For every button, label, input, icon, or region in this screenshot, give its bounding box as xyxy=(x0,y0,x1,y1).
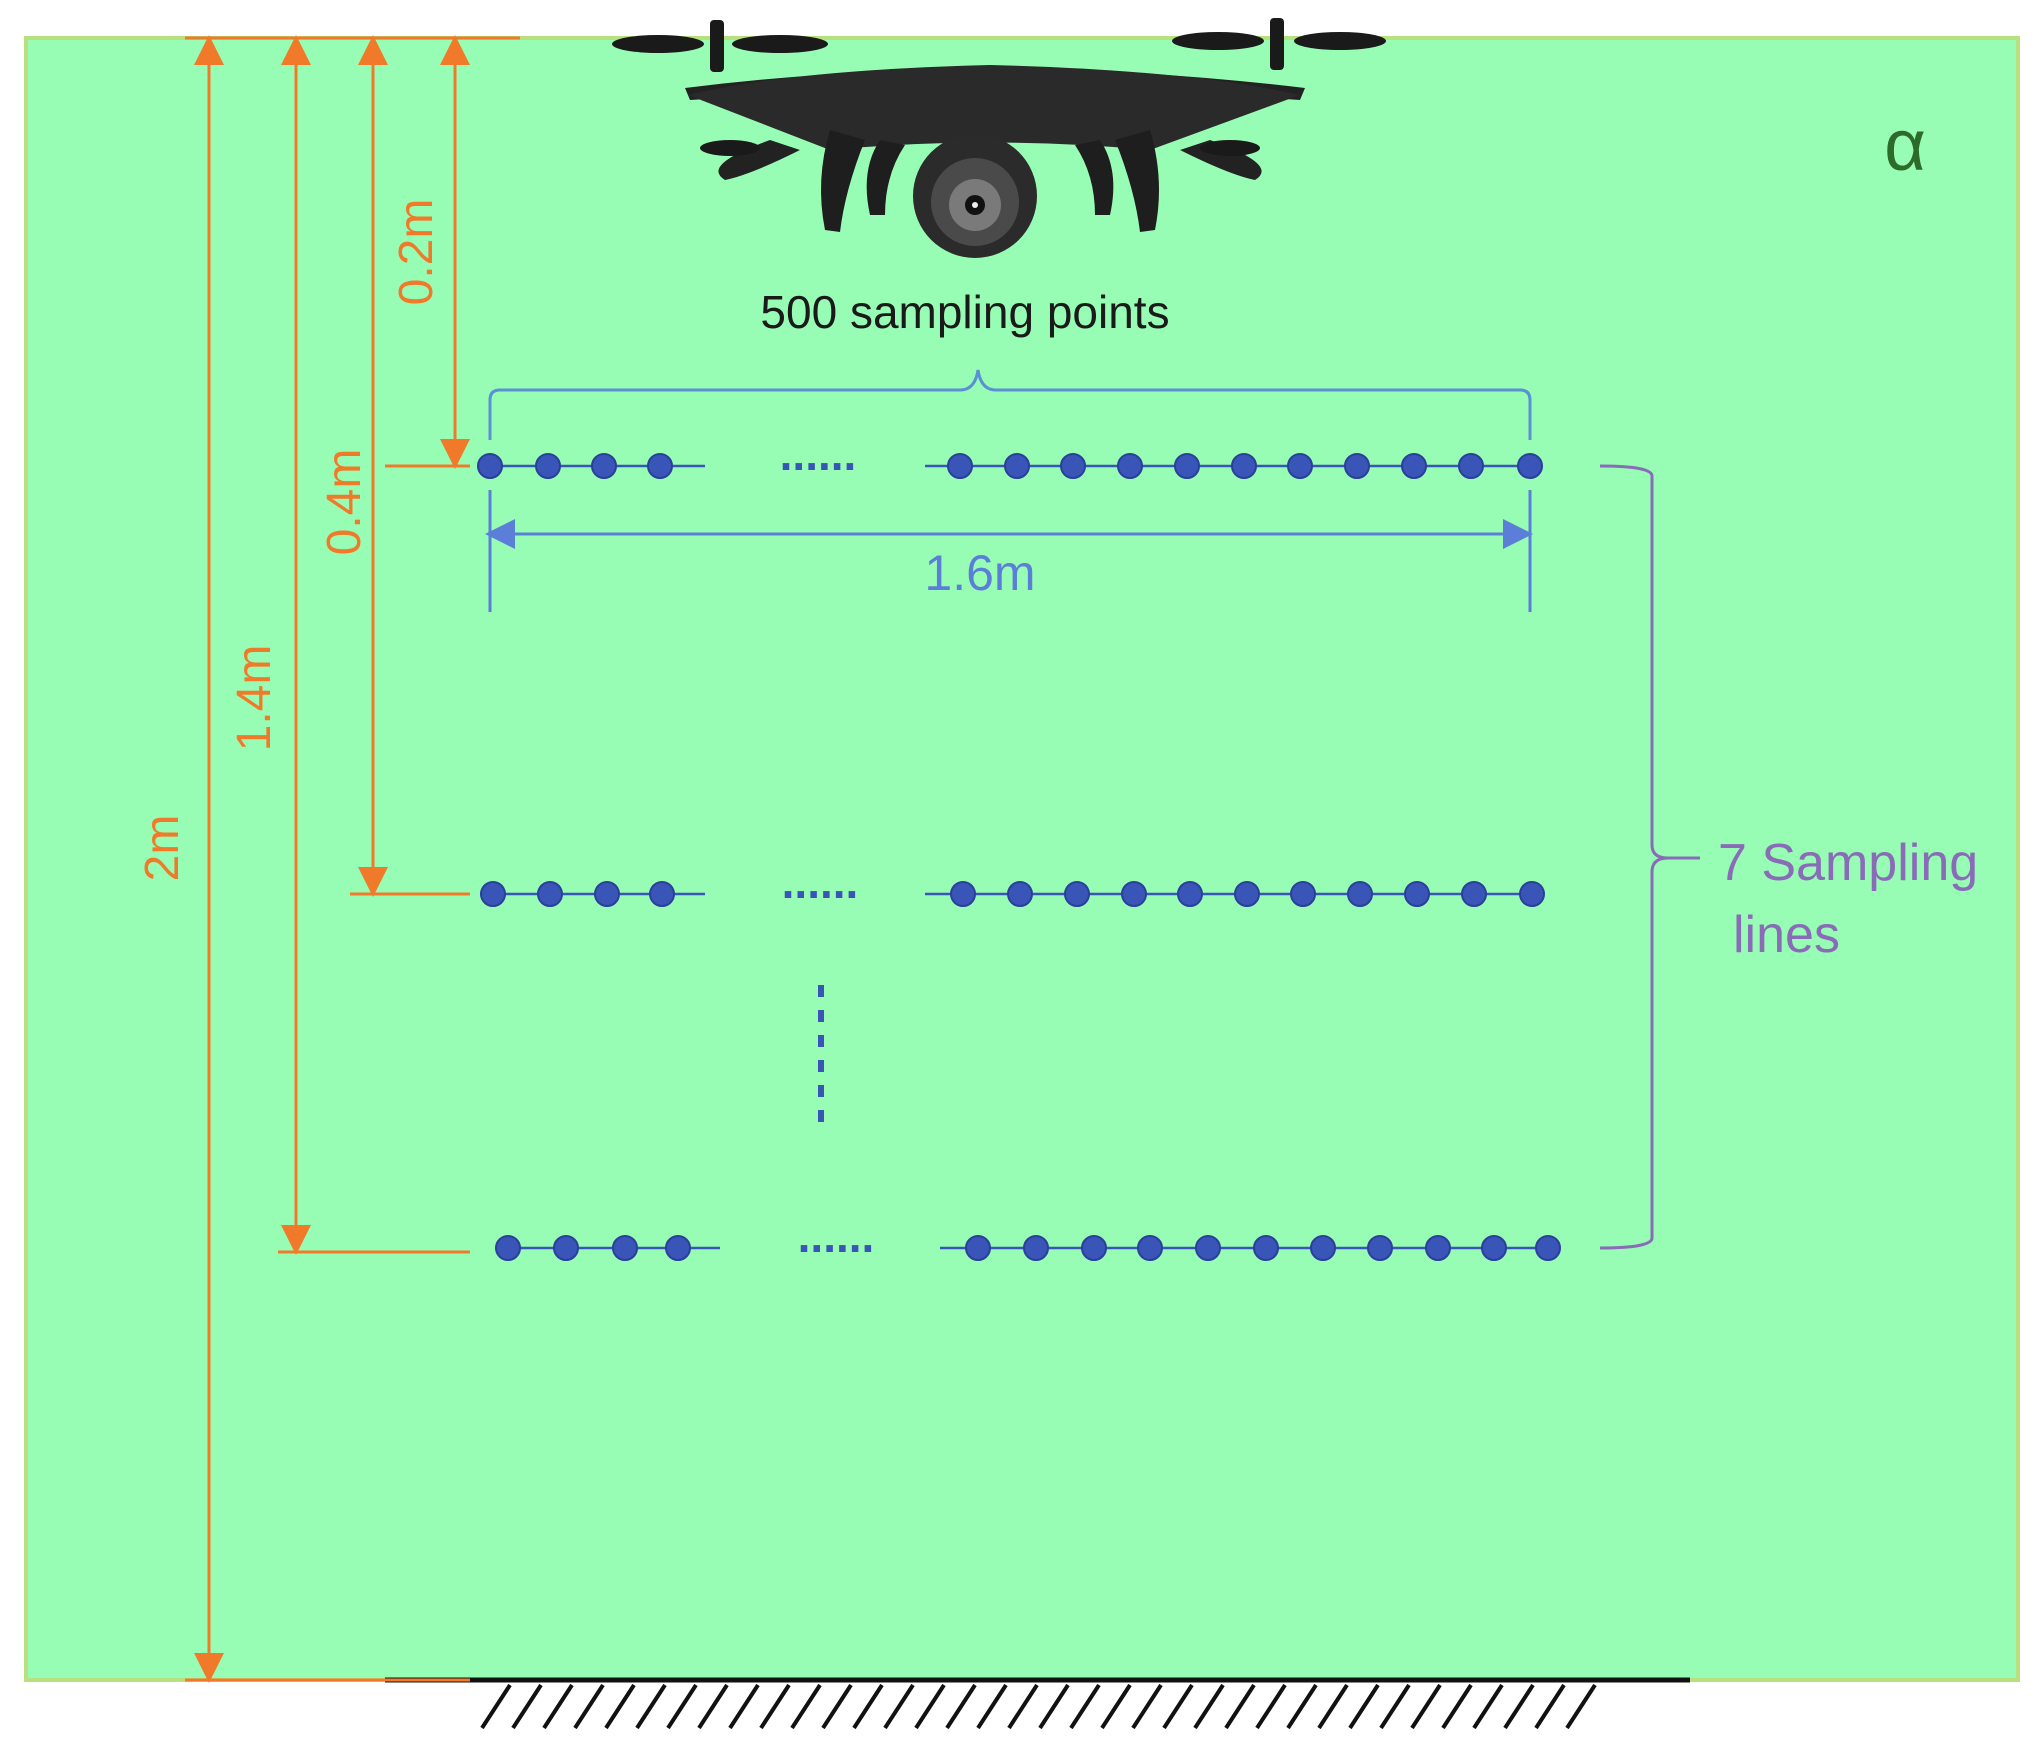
sampling-point xyxy=(1344,453,1370,479)
sampling-points-label: 500 sampling points xyxy=(760,286,1169,338)
sampling-point xyxy=(1481,1235,1507,1261)
sampling-line-7: ...... xyxy=(495,1210,1561,1262)
height-dimensions xyxy=(185,35,520,1683)
sampling-point xyxy=(495,1235,521,1261)
sampling-point xyxy=(1174,453,1200,479)
sampling-lines-label-2: lines xyxy=(1733,906,1840,964)
sampling-point xyxy=(1007,881,1033,907)
dim-label-0-4m: 0.4m xyxy=(318,449,371,556)
sampling-point xyxy=(1064,881,1090,907)
sampling-point xyxy=(947,453,973,479)
sampling-point xyxy=(1519,881,1545,907)
sampling-point xyxy=(965,1235,991,1261)
sampling-point xyxy=(1425,1235,1451,1261)
sampling-point xyxy=(649,881,675,907)
ground-hatch-icon xyxy=(385,1677,1690,1730)
sampling-point xyxy=(1004,453,1030,479)
sampling-point xyxy=(1253,1235,1279,1261)
sampling-point xyxy=(1517,453,1543,479)
dim-label-2m: 2m xyxy=(136,815,189,882)
sampling-point xyxy=(537,881,563,907)
sampling-point xyxy=(1287,453,1313,479)
sampling-point xyxy=(1458,453,1484,479)
sampling-lines-bracket: 7 Sampling lines xyxy=(1599,464,1978,1250)
sampling-line-1: ...... xyxy=(477,428,1543,480)
sampling-point xyxy=(1231,453,1257,479)
alpha-label: α xyxy=(1884,106,1926,186)
sampling-point xyxy=(665,1235,691,1261)
sampling-point xyxy=(1081,1235,1107,1261)
sampling-point xyxy=(1023,1235,1049,1261)
sampling-point xyxy=(1404,881,1430,907)
dim-label-0-2m: 0.2m xyxy=(390,199,443,306)
sampling-point xyxy=(1290,881,1316,907)
sampling-point xyxy=(612,1235,638,1261)
drone-icon xyxy=(612,18,1386,258)
sampling-point xyxy=(1121,881,1147,907)
width-dimension: 1.6m xyxy=(485,490,1533,612)
sampling-point xyxy=(477,453,503,479)
dim-label-1-4m: 1.4m xyxy=(228,645,281,752)
sampling-point xyxy=(1137,1235,1163,1261)
sampling-point xyxy=(1195,1235,1221,1261)
sampling-point xyxy=(591,453,617,479)
sampling-point xyxy=(1367,1235,1393,1261)
row-ellipsis: ...... xyxy=(798,1210,875,1262)
sampling-point xyxy=(647,453,673,479)
sampling-point xyxy=(1060,453,1086,479)
sampling-point xyxy=(480,881,506,907)
width-label: 1.6m xyxy=(924,545,1035,601)
sampling-point xyxy=(1177,881,1203,907)
sampling-lines-label-1: 7 Sampling xyxy=(1718,834,1978,892)
sampling-point xyxy=(1310,1235,1336,1261)
sampling-points-bracket xyxy=(488,369,1532,440)
sampling-point xyxy=(553,1235,579,1261)
sampling-point xyxy=(594,881,620,907)
sampling-point xyxy=(1461,881,1487,907)
sampling-point xyxy=(1401,453,1427,479)
sampling-line-2: ...... xyxy=(480,856,1545,908)
sampling-point xyxy=(1535,1235,1561,1261)
sampling-point xyxy=(535,453,561,479)
row-ellipsis: ...... xyxy=(782,856,859,908)
sampling-point xyxy=(1347,881,1373,907)
row-ellipsis: ...... xyxy=(780,428,857,480)
sampling-point xyxy=(950,881,976,907)
vertical-ellipsis xyxy=(818,985,824,1122)
sampling-point xyxy=(1117,453,1143,479)
sampling-point xyxy=(1234,881,1260,907)
